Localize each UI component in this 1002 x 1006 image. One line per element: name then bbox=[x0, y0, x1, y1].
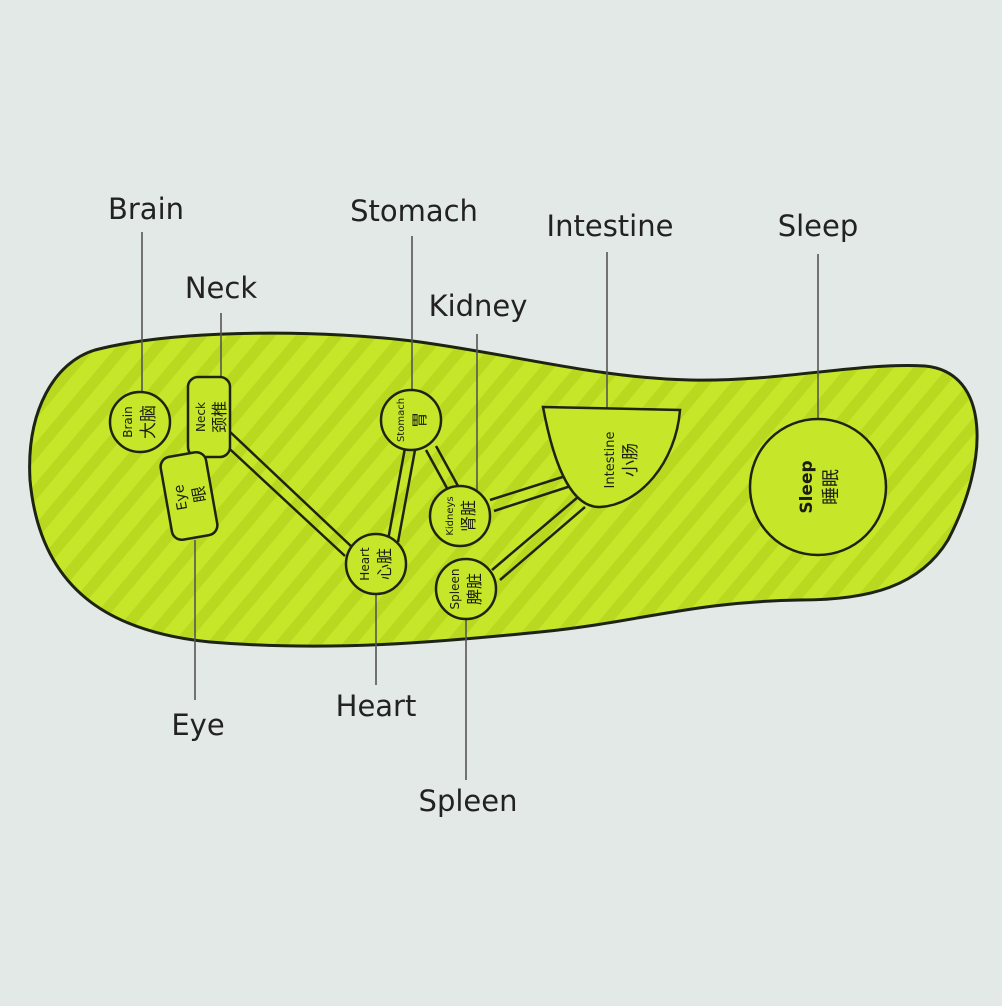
zone-sleep-en: Sleep bbox=[797, 460, 817, 513]
callout-neck: Neck bbox=[184, 271, 258, 305]
zone-kidney-en: Kidneys bbox=[445, 496, 456, 535]
callout-sleep: Sleep bbox=[777, 209, 859, 243]
callout-heart: Heart bbox=[335, 689, 417, 723]
zone-kidney-zh: 肾脏 bbox=[459, 500, 478, 532]
callout-intestine: Intestine bbox=[546, 209, 674, 243]
zone-brain-en: Brain bbox=[121, 406, 135, 437]
zone-neck-en: Neck bbox=[194, 402, 208, 432]
leader-lines bbox=[141, 232, 819, 780]
zone-heart: Heart 心脏 bbox=[344, 532, 408, 596]
zone-neck: Neck 颈椎 bbox=[186, 375, 232, 459]
zone-brain: Brain 大脑 bbox=[108, 390, 172, 454]
zone-heart-zh: 心脏 bbox=[375, 548, 394, 580]
callout-stomach: Stomach bbox=[350, 194, 478, 228]
zone-eye: Eye 眼 bbox=[159, 450, 219, 542]
zone-sleep: Sleep 睡眠 bbox=[748, 417, 888, 557]
zone-intestine-en: Intestine bbox=[603, 432, 618, 489]
zone-stomach: Stomach 胃 bbox=[379, 388, 443, 452]
zone-neck-zh: 颈椎 bbox=[210, 401, 229, 433]
callout-eye: Eye bbox=[171, 708, 225, 742]
zone-intestine-zh: 小肠 bbox=[621, 443, 641, 477]
connector-lines bbox=[219, 429, 586, 581]
zone-brain-zh: 大脑 bbox=[139, 405, 159, 439]
zone-stomach-en: Stomach bbox=[396, 398, 407, 442]
zone-kidney: Kidneys 肾脏 bbox=[428, 484, 492, 548]
zone-spleen-zh: 脾脏 bbox=[465, 573, 484, 605]
callout-spleen: Spleen bbox=[418, 784, 518, 818]
zone-spleen: Spleen 脾脏 bbox=[434, 557, 498, 621]
zone-eye-en: Eye bbox=[171, 483, 191, 511]
zone-eye-zh: 眼 bbox=[189, 485, 210, 504]
insole-shape bbox=[28, 331, 979, 648]
callout-kidney: Kidney bbox=[428, 289, 528, 323]
callout-brain: Brain bbox=[107, 192, 185, 226]
zone-intestine: Intestine 小肠 bbox=[541, 405, 682, 509]
zone-stomach-zh: 胃 bbox=[410, 412, 429, 428]
zone-spleen-en: Spleen bbox=[448, 569, 462, 610]
zone-heart-en: Heart bbox=[358, 547, 372, 581]
zone-sleep-zh: 睡眠 bbox=[821, 469, 842, 505]
